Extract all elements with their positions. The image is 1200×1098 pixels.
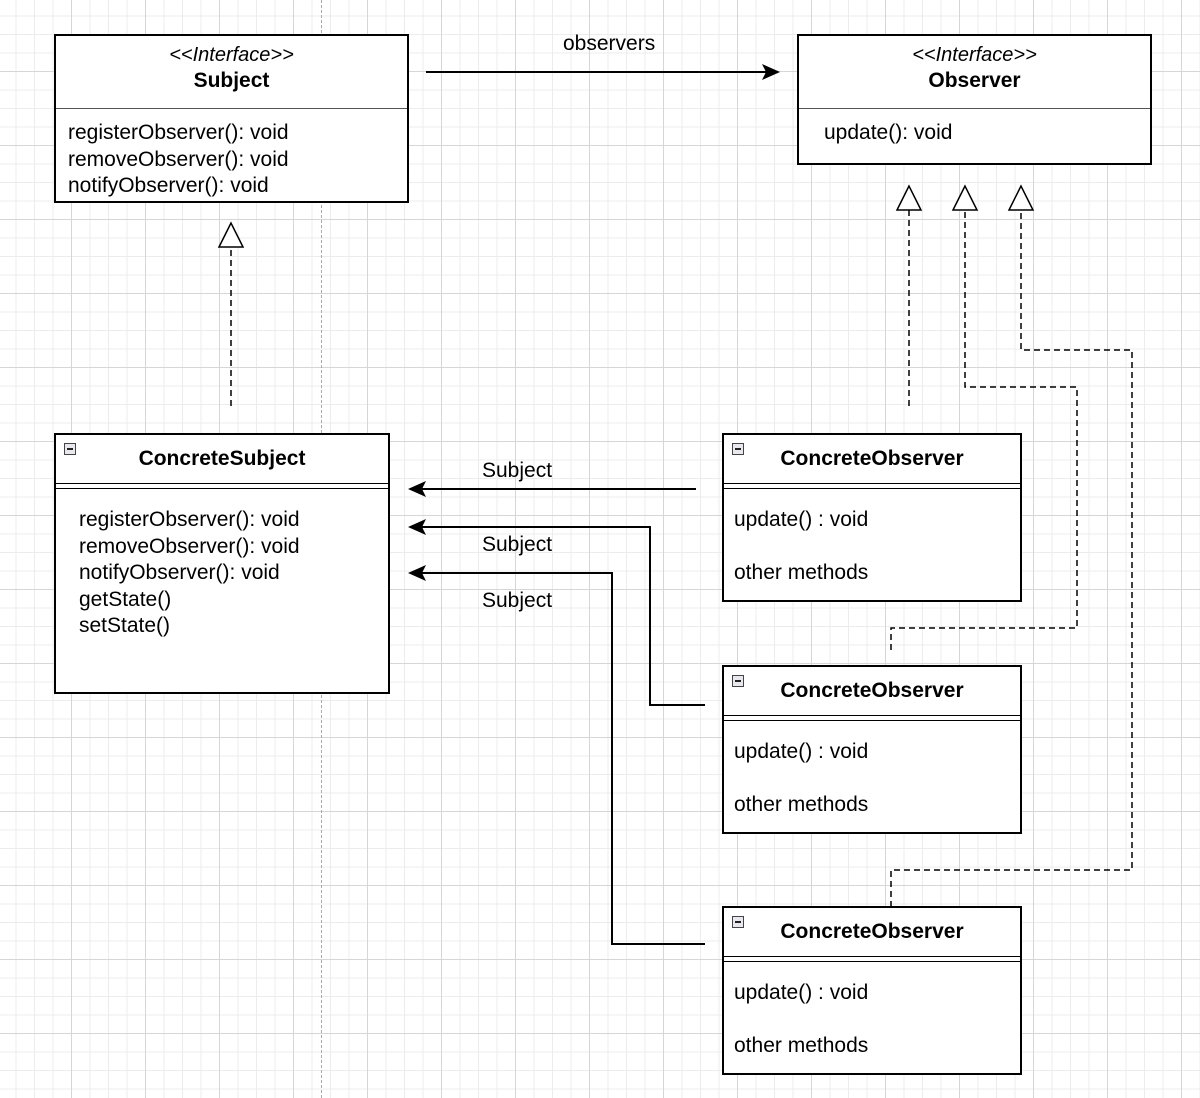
concrete-subject-box[interactable]: ConcreteSubject registerObserver(): void… xyxy=(54,433,390,694)
subject-ref-line-2 xyxy=(422,526,705,706)
subject-realization-arrowhead xyxy=(217,221,245,248)
concrete-observer-name: ConcreteObserver xyxy=(780,920,964,943)
observer-realization-line-2 xyxy=(890,210,1078,650)
method-notify-observer: notifyObserver(): void xyxy=(79,561,280,584)
method-other: other methods xyxy=(734,561,869,584)
compartment-divider xyxy=(724,715,1020,721)
method-spacer xyxy=(734,534,1020,561)
method-register-observer: registerObserver(): void xyxy=(68,121,289,144)
concrete-observer-box-1[interactable]: ConcreteObserver update() : void other m… xyxy=(722,433,1022,602)
observer-realization-line-3 xyxy=(890,210,1133,907)
concrete-subject-name: ConcreteSubject xyxy=(138,447,306,470)
method-spacer xyxy=(734,1007,1020,1034)
collapse-toggle-icon[interactable] xyxy=(64,443,76,455)
method-notify-observer: notifyObserver(): void xyxy=(68,174,269,197)
compartment-divider xyxy=(724,483,1020,489)
compartment-divider xyxy=(56,108,407,109)
subject-label-3: Subject xyxy=(482,589,553,612)
method-update: update() : void xyxy=(734,981,869,1004)
method-set-state: setState() xyxy=(79,614,171,637)
observers-label: observers xyxy=(563,32,656,55)
method-other: other methods xyxy=(734,1034,869,1057)
concrete-observer-name: ConcreteObserver xyxy=(780,447,964,470)
method-remove-observer: removeObserver(): void xyxy=(79,534,300,558)
observer-realization-arrowhead-3 xyxy=(1007,184,1035,211)
concrete-observer-name: ConcreteObserver xyxy=(780,679,964,702)
method-update: update(): void xyxy=(824,121,953,144)
observers-arrowhead xyxy=(762,64,780,80)
observer-interface-box[interactable]: <<Interface>> Observer update(): void xyxy=(797,34,1152,165)
subject-arrowhead-1 xyxy=(408,481,426,497)
observer-realization-arrowhead-1 xyxy=(895,184,923,211)
collapse-toggle-icon[interactable] xyxy=(732,916,744,928)
collapse-toggle-icon[interactable] xyxy=(732,675,744,687)
subject-interface-name: Subject xyxy=(193,69,270,92)
subject-arrowhead-2 xyxy=(408,519,426,535)
subject-arrowhead-3 xyxy=(408,565,426,581)
method-remove-observer: removeObserver(): void xyxy=(68,147,289,171)
method-other: other methods xyxy=(734,793,869,816)
concrete-observer-box-2[interactable]: ConcreteObserver update() : void other m… xyxy=(722,665,1022,834)
collapse-toggle-icon[interactable] xyxy=(732,443,744,455)
method-update: update() : void xyxy=(734,740,869,763)
compartment-divider xyxy=(724,956,1020,962)
subject-ref-line-3 xyxy=(422,572,705,945)
interface-stereotype: <<Interface>> xyxy=(912,44,1037,66)
observer-interface-name: Observer xyxy=(928,69,1021,92)
method-spacer xyxy=(734,766,1020,793)
compartment-divider xyxy=(799,108,1150,109)
compartment-divider xyxy=(56,483,388,489)
method-get-state: getState() xyxy=(79,587,172,611)
observer-realization-arrowhead-2 xyxy=(951,184,979,211)
subject-label-2: Subject xyxy=(482,533,553,556)
interface-stereotype: <<Interface>> xyxy=(169,44,294,66)
subject-interface-box[interactable]: <<Interface>> Subject registerObserver()… xyxy=(54,34,409,203)
method-register-observer: registerObserver(): void xyxy=(79,508,300,531)
concrete-observer-box-3[interactable]: ConcreteObserver update() : void other m… xyxy=(722,906,1022,1075)
method-update: update() : void xyxy=(734,508,869,531)
subject-label-1: Subject xyxy=(482,459,553,482)
